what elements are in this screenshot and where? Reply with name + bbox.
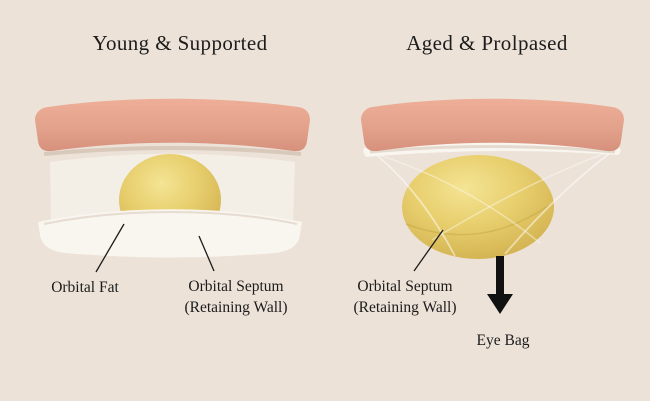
orbital-fat-pointer-line (95, 223, 125, 273)
septum-fiber-1 (373, 152, 456, 257)
young-panel-title: Young & Supported (92, 31, 268, 55)
eye-bag-label: Eye Bag (476, 332, 530, 349)
septum-front-lip (38, 209, 302, 258)
orbital-septum-label-left-line2: (Retaining Wall) (184, 299, 288, 316)
septum-fiber-2 (373, 152, 541, 244)
down-arrow-icon (487, 256, 513, 314)
septum-fiber-3 (504, 149, 615, 255)
septum-thin-band (363, 142, 621, 157)
orbital-septum-label-right: Orbital Septum (Retaining Wall) (325, 276, 485, 318)
skin-under-shadow-right (369, 145, 616, 154)
aged-panel-title: Aged & Prolpased (406, 31, 568, 55)
skin-shape (35, 98, 310, 152)
septum-pointer-line-left (198, 235, 215, 272)
young-panel-illustration (35, 98, 310, 273)
septum-front-lip-shadow (43, 211, 298, 225)
skin-under-shadow (43, 146, 302, 156)
orbital-fat-label: Orbital Fat (51, 279, 119, 296)
aged-panel-illustration (361, 98, 624, 314)
orbital-septum-label-right-line2: (Retaining Wall) (353, 299, 457, 316)
skin-shape-right (361, 98, 624, 152)
orbital-septum-label-right-line1: Orbital Septum (357, 278, 453, 295)
septum-pointer-line-right (413, 229, 444, 272)
fat-ball-crease (405, 205, 549, 236)
septum-fiber-4 (431, 149, 615, 241)
orbital-septum-label-left-line1: Orbital Septum (188, 278, 284, 295)
orbital-septum-label-left: Orbital Septum (Retaining Wall) (156, 276, 316, 318)
